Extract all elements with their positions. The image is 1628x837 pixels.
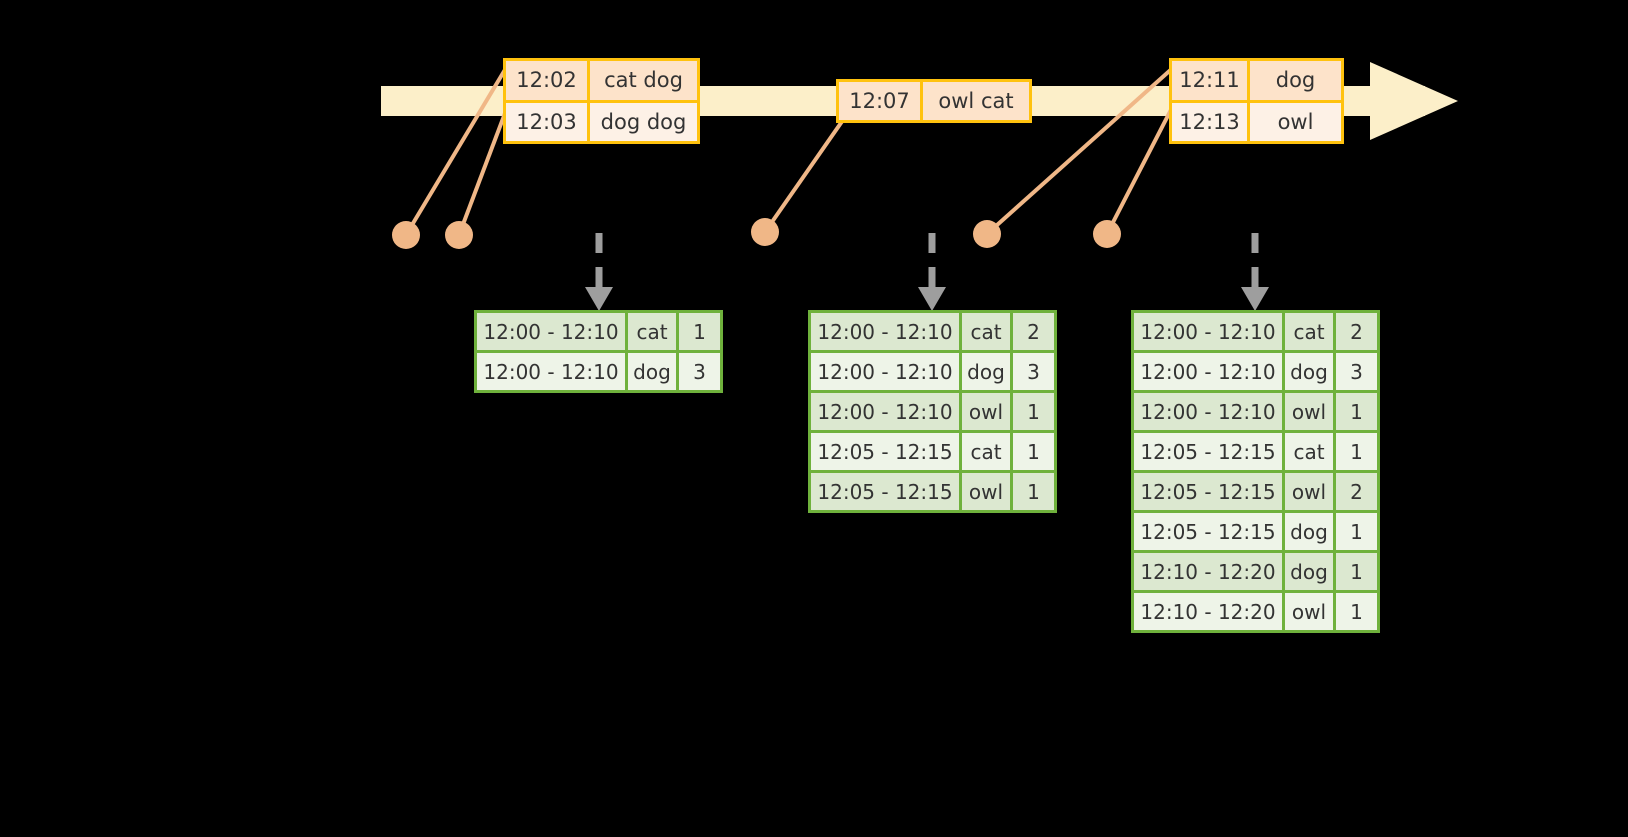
word-cell: owl <box>1282 593 1333 630</box>
word-cell: owl <box>1282 473 1333 510</box>
event-time: 12:11 <box>1172 61 1247 100</box>
word-cell: dog <box>1282 553 1333 590</box>
count-cell: 1 <box>1010 473 1054 510</box>
count-cell: 1 <box>1333 513 1377 550</box>
event-time: 12:07 <box>839 82 920 120</box>
word-cell: cat <box>959 313 1010 350</box>
count-cell: 3 <box>1010 353 1054 390</box>
event-time: 12:02 <box>506 61 587 100</box>
count-cell: 1 <box>1333 433 1377 470</box>
word-cell: cat <box>1282 433 1333 470</box>
connector-line-3 <box>763 118 845 234</box>
connector-line-1 <box>404 61 511 237</box>
event-row: 12:13 owl <box>1172 99 1341 141</box>
window-cell: 12:00 - 12:10 <box>1134 353 1282 390</box>
event-time: 12:13 <box>1172 102 1247 141</box>
event-row: 12:11 dog <box>1172 61 1341 100</box>
count-cell: 3 <box>1333 353 1377 390</box>
window-cell: 12:00 - 12:10 <box>477 353 625 390</box>
word-cell: owl <box>959 393 1010 430</box>
word-cell: owl <box>1282 393 1333 430</box>
connector-line-5 <box>1105 99 1178 235</box>
dashed-arrow-3 <box>1241 233 1269 311</box>
event-marker-1 <box>392 221 420 249</box>
event-payload: owl cat <box>920 82 1029 120</box>
event-row: 12:02 cat dog <box>506 61 697 100</box>
count-cell: 1 <box>1333 553 1377 590</box>
timeline-arrowhead <box>1370 62 1458 140</box>
count-cell: 1 <box>676 313 720 350</box>
word-cell: dog <box>625 353 676 390</box>
event-payload: dog dog <box>587 102 697 141</box>
count-cell: 3 <box>676 353 720 390</box>
word-cell: cat <box>1282 313 1333 350</box>
window-cell: 12:00 - 12:10 <box>1134 313 1282 350</box>
window-cell: 12:00 - 12:10 <box>1134 393 1282 430</box>
event-payload: owl <box>1247 102 1341 141</box>
event-marker-3 <box>751 218 779 246</box>
event-marker-4 <box>973 220 1001 248</box>
word-cell: dog <box>1282 353 1333 390</box>
window-cell: 12:05 - 12:15 <box>811 433 959 470</box>
word-cell: cat <box>625 313 676 350</box>
event-group-3: 12:11 dog 12:13 owl <box>1169 58 1344 144</box>
window-cell: 12:05 - 12:15 <box>1134 513 1282 550</box>
count-cell: 1 <box>1333 393 1377 430</box>
window-cell: 12:10 - 12:20 <box>1134 553 1282 590</box>
window-cell: 12:00 - 12:10 <box>811 353 959 390</box>
word-cell: dog <box>959 353 1010 390</box>
count-cell: 2 <box>1010 313 1054 350</box>
count-cell: 2 <box>1333 473 1377 510</box>
event-row: 12:07 owl cat <box>839 82 1029 120</box>
event-time: 12:03 <box>506 102 587 141</box>
event-group-2: 12:07 owl cat <box>836 79 1032 123</box>
count-cell: 1 <box>1010 393 1054 430</box>
event-marker-5 <box>1093 220 1121 248</box>
event-marker-2 <box>445 221 473 249</box>
count-cell: 1 <box>1010 433 1054 470</box>
window-cell: 12:00 - 12:10 <box>811 393 959 430</box>
event-group-1: 12:02 cat dog 12:03 dog dog <box>503 58 700 144</box>
word-cell: cat <box>959 433 1010 470</box>
word-cell: dog <box>1282 513 1333 550</box>
word-cell: owl <box>959 473 1010 510</box>
window-cell: 12:05 - 12:15 <box>1134 473 1282 510</box>
window-cell: 12:10 - 12:20 <box>1134 593 1282 630</box>
event-payload: cat dog <box>587 61 697 100</box>
window-cell: 12:05 - 12:15 <box>811 473 959 510</box>
event-payload: dog <box>1247 61 1341 100</box>
event-row: 12:03 dog dog <box>506 99 697 141</box>
count-cell: 1 <box>1333 593 1377 630</box>
count-cell: 2 <box>1333 313 1377 350</box>
window-cell: 12:00 - 12:10 <box>811 313 959 350</box>
window-cell: 12:00 - 12:10 <box>477 313 625 350</box>
dashed-arrow-1 <box>585 233 613 311</box>
window-cell: 12:05 - 12:15 <box>1134 433 1282 470</box>
dashed-arrow-2 <box>918 233 946 311</box>
